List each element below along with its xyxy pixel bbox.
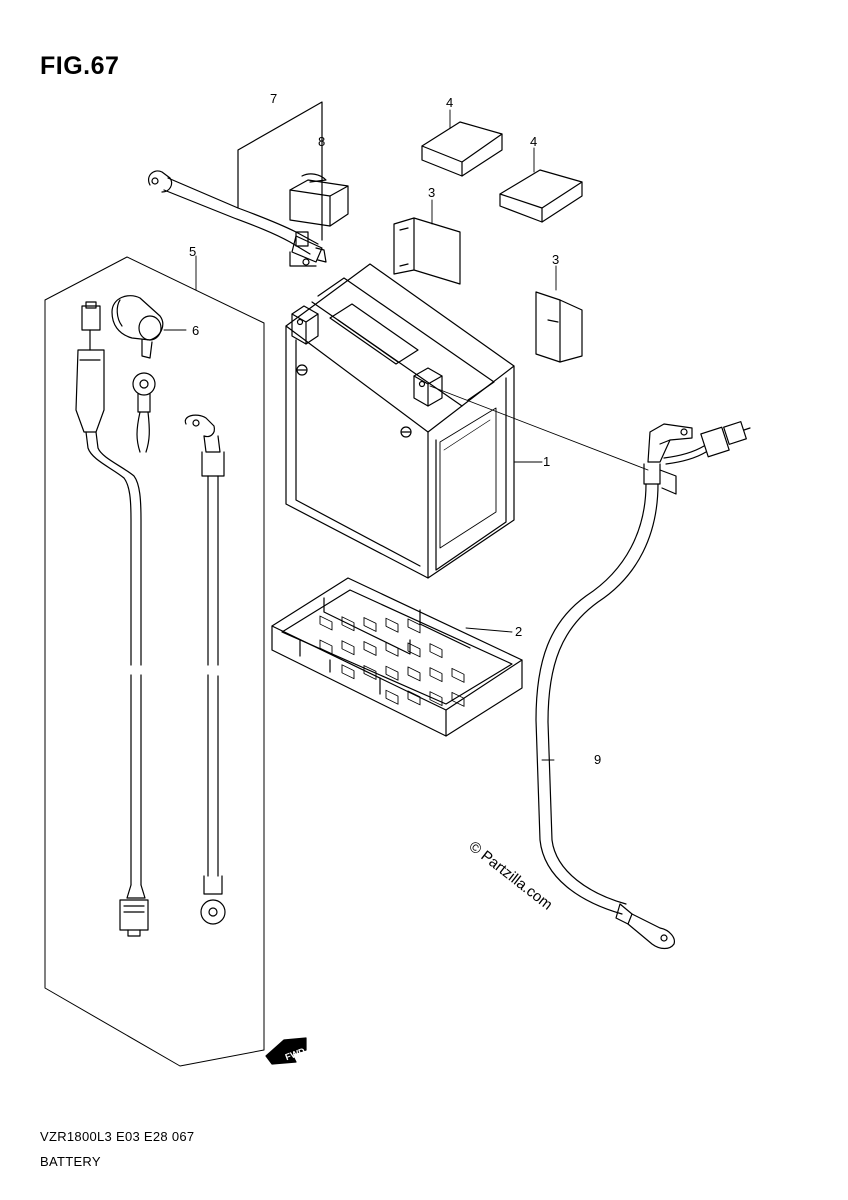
label-battery-spacer-1: 3 (428, 185, 435, 200)
label-battery-pad-1: 4 (446, 95, 453, 110)
model-code: VZR1800L3 E03 E28 067 (40, 1129, 195, 1144)
forward-direction-arrow: FWD (265, 1037, 307, 1065)
label-battery-pad-2: 4 (530, 134, 537, 149)
section-name: BATTERY (40, 1154, 101, 1169)
leader-lines (163, 109, 557, 633)
battery-pad-1-drawing (421, 121, 503, 177)
battery-drawing (285, 263, 515, 579)
figure-title: FIG.67 (40, 52, 120, 80)
label-battery-tray: 2 (515, 624, 522, 639)
terminal-cover-drawing (111, 295, 164, 359)
battery-tray-drawing (271, 577, 523, 737)
label-terminal-cover: 6 (192, 323, 199, 338)
harness-set-frame (44, 256, 265, 1067)
label-positive-cable: 7 (270, 91, 277, 106)
label-battery: 1 (543, 454, 550, 469)
label-battery-spacer-2: 3 (552, 252, 559, 267)
battery-pad-2-drawing (499, 169, 583, 223)
label-cable-cover: 8 (318, 134, 325, 149)
harness-connector-wire (75, 301, 156, 937)
positive-cable-drawing (148, 101, 327, 267)
harness-ground-wire (184, 414, 226, 925)
battery-spacer-1-drawing (393, 217, 461, 285)
negative-cable-drawing (429, 385, 751, 950)
battery-spacer-2-drawing (535, 291, 583, 363)
label-negative-cable: 9 (594, 752, 601, 767)
part-labels: 1 2 3 3 4 4 5 6 7 8 9 (189, 91, 601, 767)
label-harness-set: 5 (189, 244, 196, 259)
cable-cover-drawing (289, 173, 349, 227)
